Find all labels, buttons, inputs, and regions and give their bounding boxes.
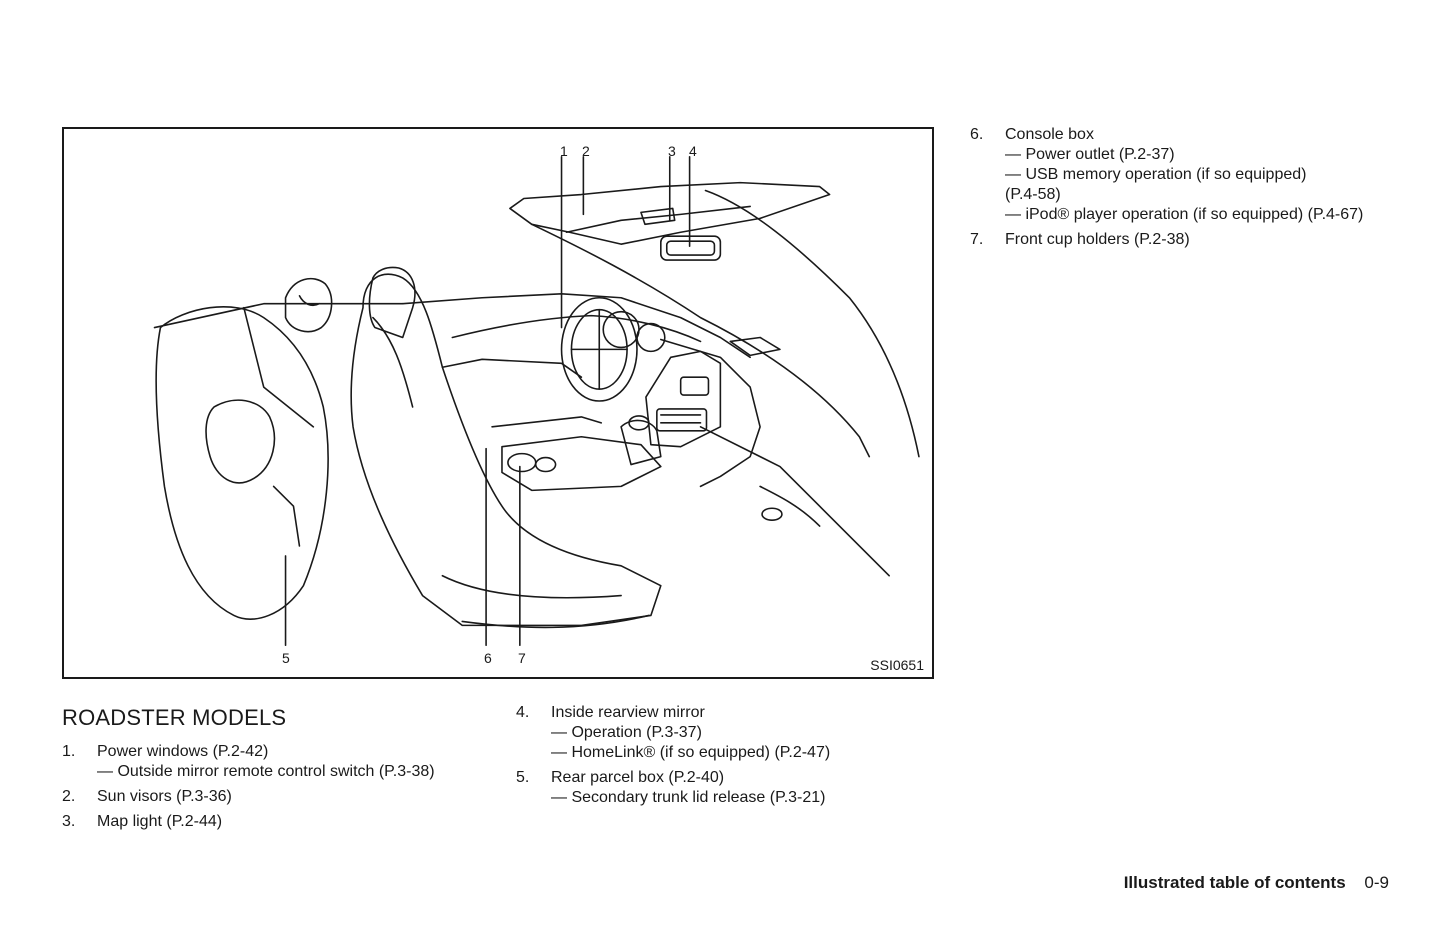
page-number: 0-9 (1364, 873, 1389, 892)
callout-6: 6 (484, 650, 492, 666)
callout-1: 1 (560, 143, 568, 159)
legend-item-2: 2. Sun visors (P.3-36) (62, 788, 232, 805)
legend-column-2: 4. Inside rearview mirror — Operation (P… (516, 703, 936, 813)
footer-title: Illustrated table of contents (1123, 873, 1346, 892)
section-title: ROADSTER MODELS (62, 705, 287, 730)
roadster-interior-illustration (153, 156, 920, 647)
callout-5: 5 (282, 650, 290, 666)
figure-code: SSI0651 (870, 657, 924, 673)
legend-column-3: 6. Console box — Power outlet (P.2-37) —… (970, 125, 1400, 255)
legend-item-4: 4. Inside rearview mirror — Operation (P… (516, 704, 831, 761)
callout-4: 4 (689, 143, 697, 159)
illustration-frame: 1 2 3 4 5 6 7 SSI0651 (62, 127, 934, 679)
legend-item-3: 3. Map light (P.2-44) (62, 813, 223, 830)
legend-item-6: 6. Console box — Power outlet (P.2-37) —… (970, 126, 1364, 223)
callout-3: 3 (668, 143, 676, 159)
legend-item-1: 1. Power windows (P.2-42) — Outside mirr… (62, 743, 435, 780)
callout-7: 7 (518, 650, 526, 666)
legend-item-7: 7. Front cup holders (P.2-38) (970, 231, 1190, 248)
legend-column-1: 1. Power windows (P.2-42) — Outside mirr… (62, 742, 502, 837)
callout-2: 2 (582, 143, 590, 159)
legend-item-5: 5. Rear parcel box (P.2-40) — Secondary … (516, 769, 826, 806)
page-footer: Illustrated table of contents 0-9 (1124, 873, 1389, 893)
